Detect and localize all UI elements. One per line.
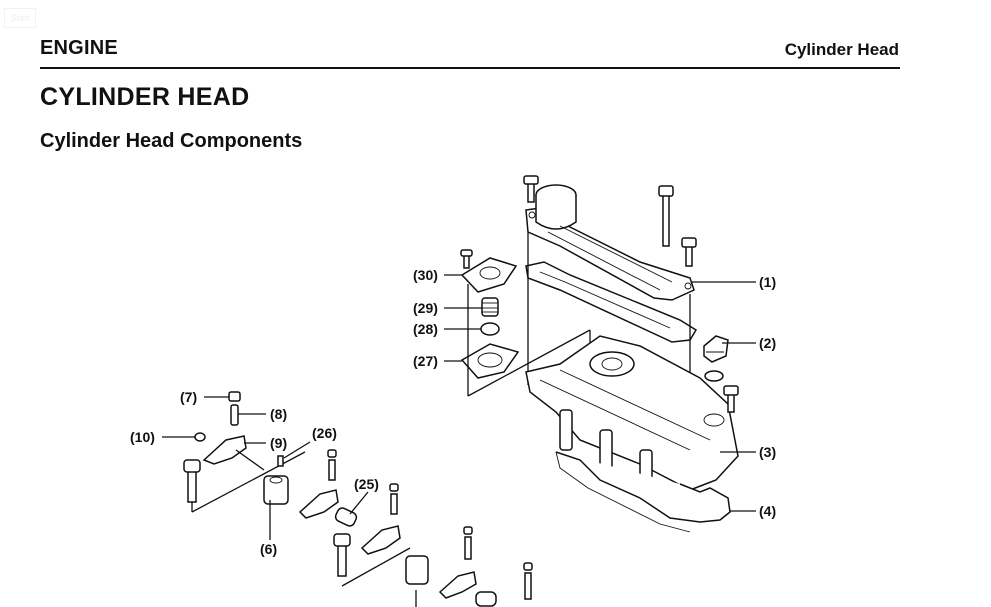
header-divider	[40, 67, 900, 69]
rocker-shaft-bracket	[263, 475, 289, 505]
callout-27: (27)	[413, 353, 438, 369]
callout-26: (26)	[312, 425, 337, 441]
page-title: CYLINDER HEAD	[40, 83, 250, 111]
pcv-spring	[481, 297, 499, 317]
callout-8: (8)	[270, 406, 287, 422]
rocker-arm-2	[298, 489, 339, 519]
rocker-arm	[202, 435, 247, 465]
rocker-shaft-bracket-2	[405, 555, 429, 585]
pcv-cover	[460, 257, 518, 293]
oil-filler-cap	[703, 335, 729, 363]
head-side-bolt	[723, 385, 739, 413]
cylinder-head-cover	[525, 184, 695, 301]
adjusting-screw	[230, 404, 239, 426]
callout-28: (28)	[413, 321, 438, 337]
filler-o-ring	[704, 370, 724, 382]
callout-10: (10)	[130, 429, 155, 445]
callout-29: (29)	[413, 300, 438, 316]
callout-3: (3)	[759, 444, 776, 460]
shaft-pin	[277, 455, 284, 467]
callout-6: (6)	[260, 541, 277, 557]
cylinder-head-gasket	[555, 451, 731, 523]
pcv-seat	[480, 322, 500, 336]
cover-short-bolt	[681, 237, 697, 267]
callout-30: (30)	[413, 267, 438, 283]
callout-4: (4)	[759, 503, 776, 519]
callout-25: (25)	[354, 476, 379, 492]
page-subtitle: Cylinder Head Components	[40, 130, 303, 152]
cylinder-head	[525, 335, 739, 495]
start-button[interactable]: Start	[4, 8, 36, 28]
callout-7: (7)	[180, 389, 197, 405]
cover-bolt	[523, 175, 539, 203]
callout-1: (1)	[759, 274, 776, 290]
callout-9: (9)	[270, 435, 287, 451]
section-header: ENGINE	[40, 37, 118, 59]
callout-2: (2)	[759, 335, 776, 351]
rocker-spring-2	[475, 591, 497, 607]
rocker-clip	[194, 432, 206, 442]
rocker-arm-4	[438, 571, 477, 599]
rocker-nut	[228, 391, 241, 402]
pcv-screw	[460, 249, 473, 269]
topic-header: Cylinder Head	[784, 40, 899, 59]
rocker-shaft-bolt-2	[333, 533, 351, 577]
rocker-shaft-bolt	[183, 459, 201, 503]
pcv-diaphragm	[460, 343, 520, 379]
cover-long-bolt	[658, 185, 674, 247]
rocker-arm-3	[360, 525, 401, 555]
